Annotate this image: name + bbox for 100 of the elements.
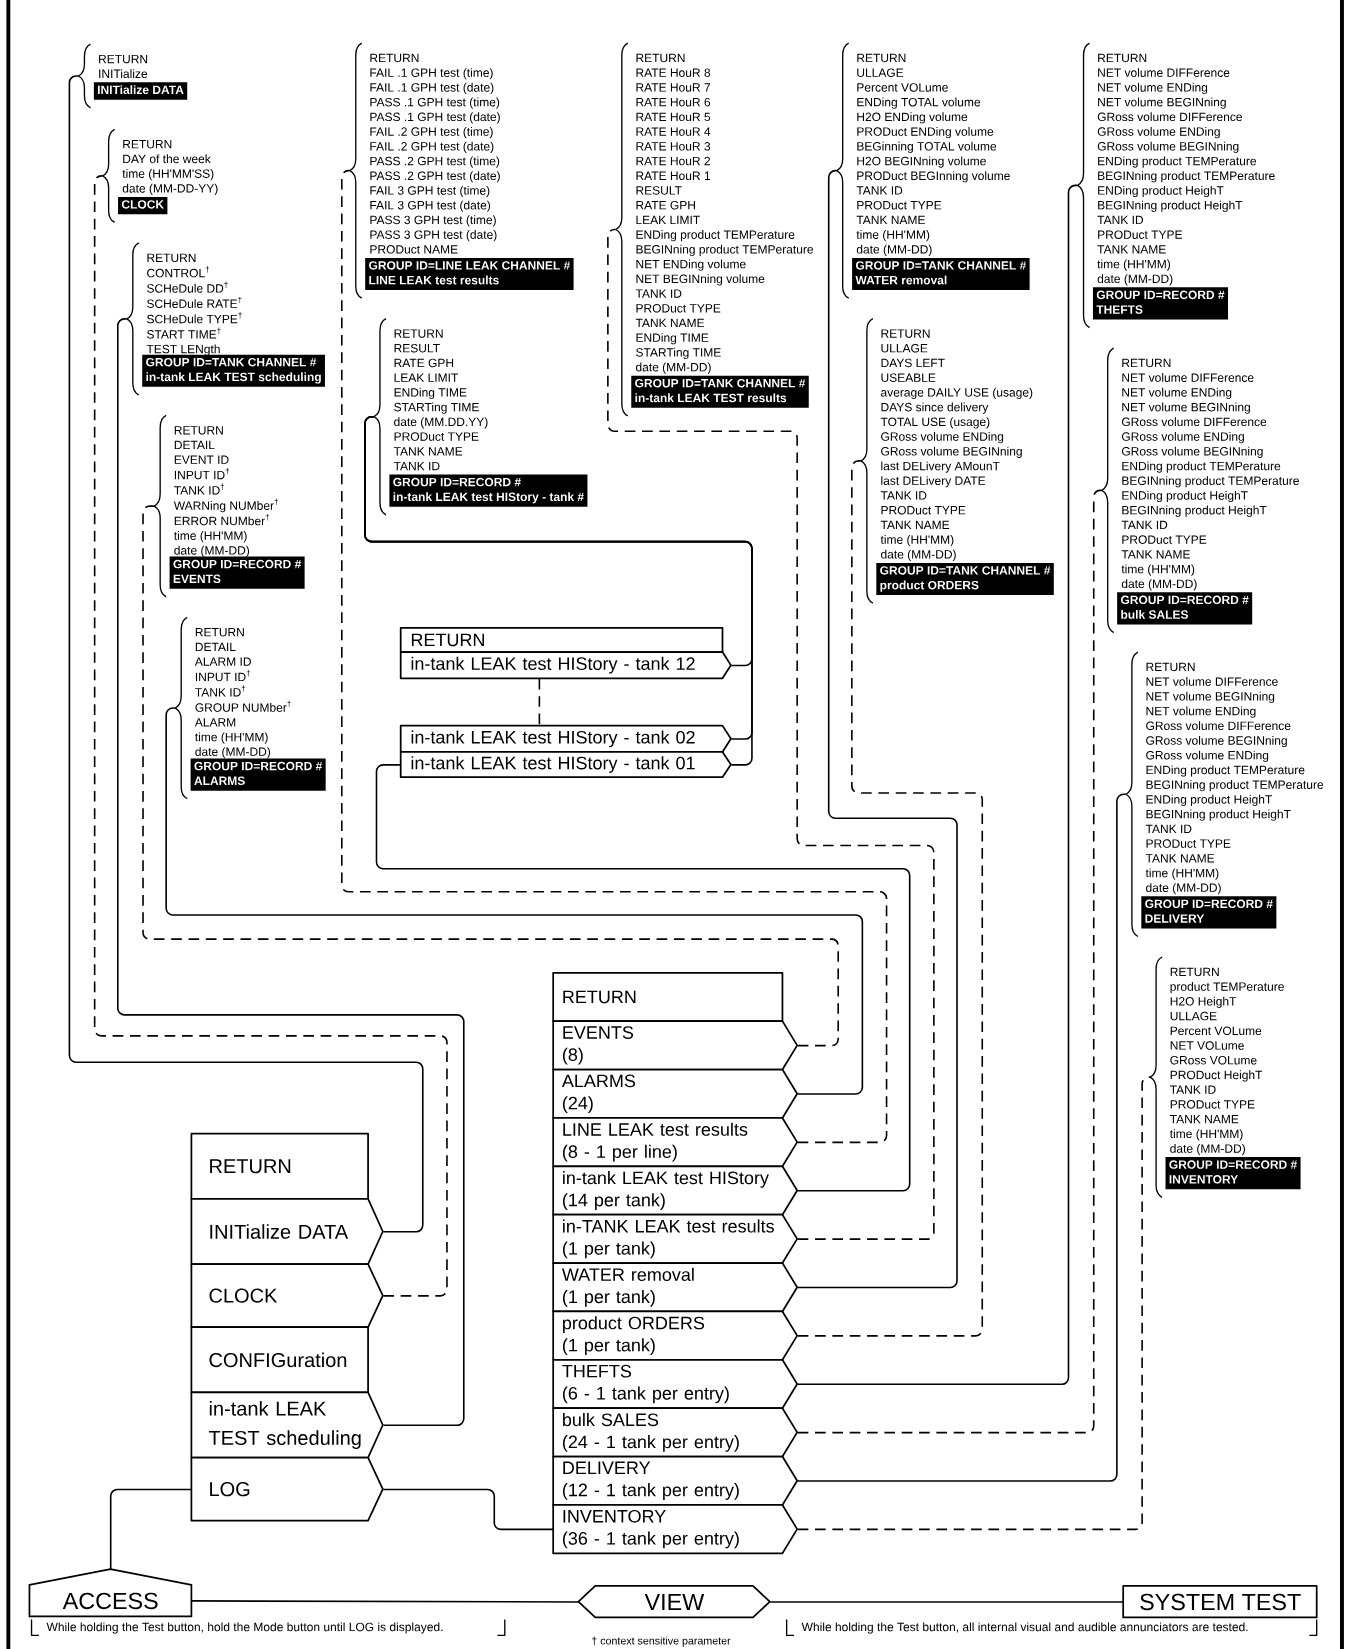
node-label: PRODuct TYPE bbox=[1122, 535, 1207, 544]
node-label: ENDing product HeighT bbox=[1098, 185, 1224, 198]
node-label: time (HH'MM) bbox=[1097, 259, 1170, 271]
node-label: BEGINning product HeighT bbox=[1122, 505, 1267, 517]
node-label: RATE HouR 8 bbox=[636, 68, 710, 77]
menu-item: in-tank LEAK test HIStory - tank 02 bbox=[399, 724, 732, 753]
menu-item: WATER removal (1 per tank) bbox=[552, 1262, 798, 1313]
menu-item: CLOCK bbox=[190, 1263, 384, 1329]
group-id-label: CLOCK bbox=[117, 196, 168, 215]
connector-line bbox=[375, 764, 911, 1192]
node-label: RETURN bbox=[1122, 358, 1171, 368]
node-label: RATE HouR 6 bbox=[636, 97, 710, 107]
node-label: NET volume BEGINning bbox=[1098, 97, 1226, 109]
node-label: TANK ID bbox=[1097, 215, 1143, 225]
menu-item: in-tank LEAK TEST scheduling bbox=[190, 1391, 384, 1459]
node-label: DAY of the week bbox=[123, 154, 211, 164]
node-label: TANK NAME bbox=[1121, 550, 1190, 559]
node-label: BEGINning product TEMPerature bbox=[1098, 171, 1275, 183]
group-id-label: GROUP ID=RECORD # INVENTORY bbox=[1165, 1157, 1301, 1190]
group-id-label: GROUP ID=RECORD # in-tank LEAK test HIStory - tank # bbox=[389, 474, 588, 507]
group-id-label: GROUP ID=RECORD # bulk SALES bbox=[1117, 592, 1253, 625]
node-label: GRoss volume BEGINning bbox=[1097, 141, 1239, 153]
node-label: ENDing product TEMPerature bbox=[1098, 156, 1256, 168]
menu-item: THEFTS (6 - 1 tank per entry) bbox=[552, 1358, 798, 1410]
mode-box: SYSTEM TEST bbox=[1122, 1585, 1318, 1619]
node-label: NET volume ENDing bbox=[1098, 82, 1207, 95]
node-label: RATE HouR 4 bbox=[636, 127, 711, 136]
menu-item: ALARMS (24) bbox=[552, 1068, 798, 1119]
node-label: TANK ID bbox=[635, 289, 682, 298]
connector-line bbox=[191, 1600, 580, 1603]
node-label: GRoss volume DIFFerence bbox=[1121, 417, 1267, 427]
connector-line bbox=[796, 460, 983, 1337]
node-label: date (MM-DD) bbox=[1097, 274, 1173, 286]
node-label: NET BEGINning volume bbox=[636, 274, 765, 286]
group-id-label: GROUP ID=RECORD # EVENTS bbox=[169, 556, 305, 589]
node-label: NET volume ENDing bbox=[1122, 387, 1232, 400]
instruction-note: While holding the Test button, hold the Mode button until LOG is displayed. bbox=[30, 1618, 506, 1636]
group-id-label: GROUP ID=TANK CHANNEL # product ORDERS bbox=[876, 562, 1054, 595]
node-label: RESULT bbox=[636, 186, 682, 195]
node-label: PRODuct TYPE bbox=[1146, 839, 1231, 848]
connector-line bbox=[769, 1601, 1124, 1603]
node-label: TANK NAME bbox=[635, 318, 704, 328]
menu-item: RETURN bbox=[190, 1132, 369, 1200]
node-label: GRoss volume BEGINning bbox=[1121, 446, 1263, 458]
connector-line bbox=[382, 1488, 554, 1531]
node-label: date (MM-DD-YY) bbox=[122, 183, 218, 195]
menu-item: CONFIGuration bbox=[190, 1326, 369, 1394]
node-label: PRODuct TYPE bbox=[1098, 230, 1182, 239]
node-label: BEGINning product HeighT bbox=[1146, 809, 1291, 821]
group-id-label: GROUP ID=TANK CHANNEL # WATER removal bbox=[852, 257, 1030, 291]
node-label: RATE HouR 1 bbox=[636, 171, 710, 181]
node-label: GRoss volume ENDing bbox=[1146, 750, 1269, 762]
connector-line bbox=[340, 169, 888, 1144]
connector-line bbox=[116, 318, 465, 1427]
node-label: ENDing TIME bbox=[636, 333, 709, 345]
menu-item: EVENTS (8) bbox=[552, 1020, 798, 1071]
node-label: NET volume DIFFerence bbox=[1122, 373, 1254, 382]
connector-line bbox=[796, 793, 1127, 1482]
node-label: RETURN bbox=[1098, 53, 1147, 63]
group-id-label: GROUP ID=LINE LEAK CHANNEL # LINE LEAK test results bbox=[365, 257, 574, 291]
node-label: BEGINning product TEMPerature bbox=[1122, 476, 1299, 488]
node-label: RATE HouR 5 bbox=[636, 112, 710, 122]
node-label: NET volume BEGINning bbox=[1122, 402, 1250, 414]
menu-item: DELIVERY (12 - 1 tank per entry) bbox=[552, 1455, 798, 1506]
menu-item: in-TANK LEAK test results (1 per tank) bbox=[552, 1213, 798, 1264]
menu-item: RETURN bbox=[552, 971, 784, 1023]
node-label: RATE HouR 2 bbox=[636, 156, 710, 166]
connector-line bbox=[68, 75, 424, 1233]
node-label: NET volume ENDing bbox=[1146, 706, 1256, 718]
instruction-note: While holding the Test button, all internal visual and audible annunciators are tested. bbox=[785, 1618, 1318, 1636]
group-id-label: GROUP ID=TANK CHANNEL # in-tank LEAK TEST scheduling bbox=[142, 354, 325, 387]
node-label: BEGINning product TEMPerature bbox=[1146, 780, 1323, 792]
node-label: NET volume DIFFerence bbox=[1098, 68, 1230, 77]
connector-line bbox=[796, 489, 1103, 1434]
menu-item: LOG bbox=[190, 1456, 384, 1522]
connector-line bbox=[165, 707, 864, 1095]
menu-item: RETURN bbox=[399, 627, 724, 653]
menu-item: INITialize DATA bbox=[190, 1198, 384, 1265]
node-label: TANK NAME bbox=[1145, 854, 1215, 863]
node-label: time (HH'MM'SS) bbox=[122, 169, 214, 181]
group-id-label: INITialize DATA bbox=[93, 82, 188, 100]
node-label: RETURN bbox=[123, 140, 172, 149]
node-label: RATE HouR 7 bbox=[636, 83, 710, 92]
node-label: TANK ID bbox=[1121, 520, 1168, 530]
menu-item: LINE LEAK test results (8 - 1 per line) bbox=[552, 1117, 798, 1168]
connector-line bbox=[142, 505, 839, 1047]
node-label: BEGINning product HeighT bbox=[1098, 200, 1243, 212]
node-label: GRoss volume ENDing bbox=[1097, 127, 1220, 139]
node-label: time (HH'MM) bbox=[1145, 868, 1219, 880]
node-label: STARTing TIME bbox=[635, 347, 721, 360]
menu-item: INVENTORY (36 - 1 tank per entry) bbox=[552, 1504, 798, 1555]
node-label: date (MM-DD) bbox=[635, 362, 711, 374]
node-label: GRoss volume DIFFerence bbox=[1146, 721, 1291, 731]
node-label: time (HH'MM) bbox=[1121, 564, 1195, 576]
mode-box: ACCESS bbox=[28, 1568, 193, 1618]
connector-line bbox=[606, 228, 935, 1240]
node-label: RETURN bbox=[1146, 662, 1195, 672]
node-label: NET volume BEGINning bbox=[1146, 691, 1275, 703]
node-label: ENDing product HeighT bbox=[1122, 490, 1248, 503]
node-label: date (MM-DD) bbox=[1145, 883, 1221, 895]
